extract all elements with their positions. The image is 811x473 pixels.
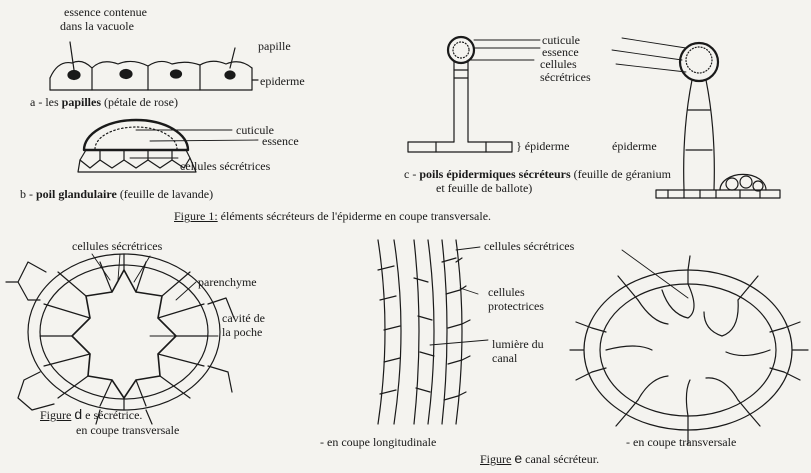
label-coupe-transversale: - en coupe transversale xyxy=(626,436,736,449)
label-parenchyme: parenchyme xyxy=(198,276,257,289)
caption-a-bold: papilles xyxy=(62,95,101,109)
label-essence-contenue: essence contenue xyxy=(64,6,147,19)
caption-d-line2: en coupe transversale xyxy=(76,424,179,437)
figure-1-label: Figure 1: xyxy=(174,209,218,223)
figure-1-text: éléments sécréteurs de l'épiderme en cou… xyxy=(221,209,491,223)
caption-c-line2: et feuille de ballote) xyxy=(436,182,532,195)
caption-d: Figure d e sécrétrice. xyxy=(40,408,142,422)
label-cellules-e-long: cellules sécrétrices xyxy=(484,240,574,253)
caption-c: c - poils épidermiques sécréteurs (feuil… xyxy=(404,168,671,181)
caption-a: a - les papilles (pétale de rose) xyxy=(30,96,178,109)
figure-1-caption: Figure 1: éléments sécréteurs de l'épide… xyxy=(174,210,491,223)
label-epiderme-c2: épiderme xyxy=(612,140,657,153)
caption-c-bold: poils épidermiques sécréteurs xyxy=(419,167,570,181)
caption-b: b - poil glandulaire (feuille de lavande… xyxy=(20,188,213,201)
caption-d-rest: e sécrétrice. xyxy=(85,408,142,422)
label-cellules-d: cellules sécrétrices xyxy=(72,240,162,253)
caption-c-suffix: (feuille de géranium xyxy=(574,167,671,181)
label-secretrices-c: sécrétrices xyxy=(540,71,591,84)
label-epiderme-c1: } épiderme xyxy=(516,140,569,153)
label-cellules-protectrices: cellules xyxy=(488,286,525,299)
label-canal: canal xyxy=(492,352,517,365)
caption-d-figure-word: Figure xyxy=(40,408,71,422)
label-protectrices: protectrices xyxy=(488,300,544,313)
caption-e-letter: e xyxy=(514,450,522,466)
caption-e-rest: canal sécréteur. xyxy=(525,452,599,466)
caption-b-bold: poil glandulaire xyxy=(36,187,117,201)
canal-longitudinal-drawing xyxy=(378,240,488,424)
label-cellules-b: cellules sécrétrices xyxy=(180,160,270,173)
caption-b-prefix: b - xyxy=(20,187,33,201)
caption-e: Figure e canal sécréteur. xyxy=(480,452,599,466)
label-dans-la-vacuole: dans la vacuole xyxy=(60,20,134,33)
caption-e-figure-word: Figure xyxy=(480,452,511,466)
papilles-drawing xyxy=(50,42,258,90)
label-coupe-longitudinale: - en coupe longitudinale xyxy=(320,436,436,449)
caption-b-suffix: (feuille de lavande) xyxy=(120,187,213,201)
label-la-poche: la poche xyxy=(222,326,262,339)
label-lumiere-du: lumière du xyxy=(492,338,544,351)
caption-c-prefix: c - xyxy=(404,167,416,181)
label-cavite-de: cavité de xyxy=(222,312,265,325)
label-papille: papille xyxy=(258,40,291,53)
caption-d-letter: d xyxy=(74,406,82,422)
caption-a-suffix: (pétale de rose) xyxy=(104,95,178,109)
canal-transversal-drawing xyxy=(570,250,808,444)
label-essence-b: essence xyxy=(262,135,299,148)
label-epiderme-a: epiderme xyxy=(260,75,305,88)
caption-a-prefix: a - les xyxy=(30,95,59,109)
